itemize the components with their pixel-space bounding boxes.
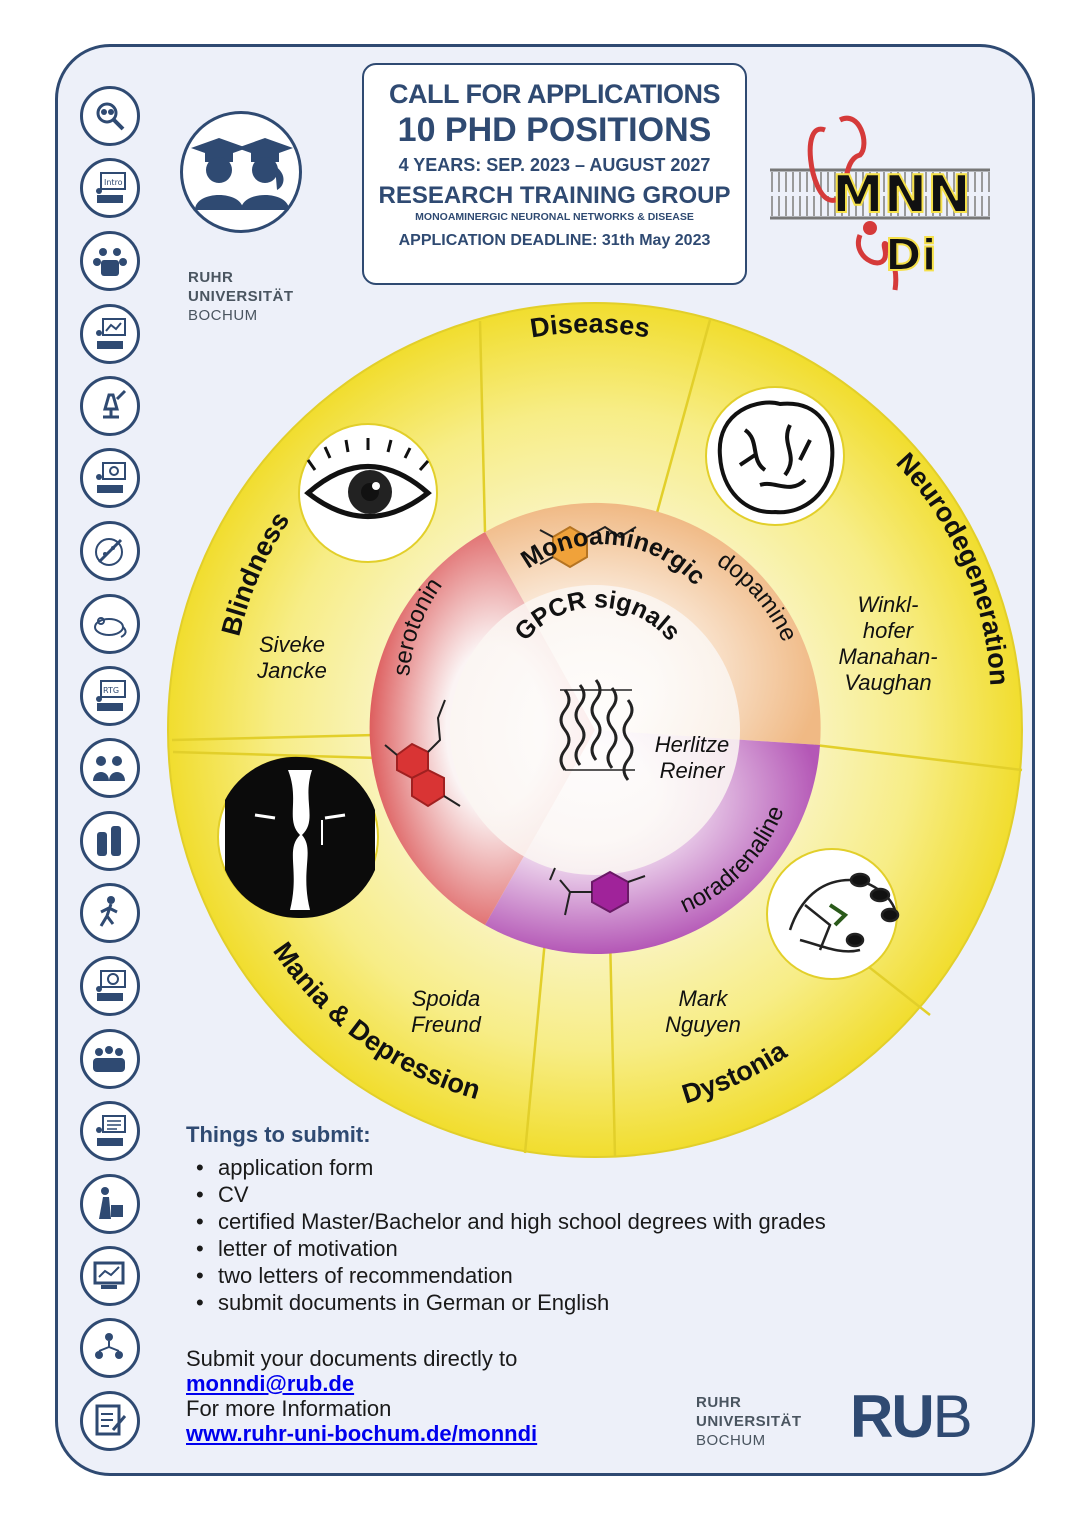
university-line-1: RUHR: [188, 269, 234, 286]
mouse-icon: [80, 594, 140, 654]
pi-name: Siveke: [259, 632, 325, 657]
university-line-2: UNIVERSITÄT: [696, 1413, 802, 1430]
call-for-applications-box: CALL FOR APPLICATIONS 10 PHD POSITIONS 4…: [362, 63, 747, 285]
pi-name: Jancke: [256, 658, 327, 683]
pi-name: Vaughan: [844, 670, 931, 695]
monndi-logo: MNN Di: [770, 100, 1020, 295]
presentation-icon: [80, 304, 140, 364]
petri-dish-icon: [80, 521, 140, 581]
faces-icon: [225, 756, 375, 919]
email-link[interactable]: monndi@rub.de: [186, 1371, 355, 1396]
network-icon: [80, 1318, 140, 1378]
hiking-icon: [80, 883, 140, 943]
university-line-3: BOCHUM: [696, 1432, 766, 1449]
university-name-bottom: RUHR UNIVERSITÄT BOCHUM: [696, 1393, 802, 1450]
header-line-4: RESEARCH TRAINING GROUP: [378, 182, 731, 209]
intro-icon: Intro: [80, 158, 140, 218]
hand-icon: [788, 872, 900, 953]
rub-logo-bold: RU: [850, 1383, 935, 1450]
header-line-6: APPLICATION DEADLINE: 31th May 2023: [398, 232, 711, 249]
hand-image: [766, 848, 898, 980]
graduates-icon: [180, 111, 302, 233]
list-item: certified Master/Bachelor and high schoo…: [186, 1208, 826, 1235]
list-item: submit documents in German or English: [186, 1289, 826, 1316]
dopamine-molecule-icon: [539, 525, 637, 569]
pi-name: Manahan-: [838, 644, 937, 669]
svg-text:RTG: RTG: [103, 686, 119, 695]
list-item: letter of motivation: [186, 1235, 826, 1262]
university-name-top: RUHR UNIVERSITÄT BOCHUM: [188, 268, 294, 325]
list-item: application form: [186, 1154, 826, 1181]
contact-line-1: Submit your documents directly to: [186, 1346, 518, 1371]
gpcr-structure-icon: [559, 679, 635, 781]
document-icon: [80, 1391, 140, 1451]
brain-slice-image: [705, 386, 845, 526]
list-item: CV: [186, 1181, 826, 1208]
things-to-submit: Things to submit: application form CV ce…: [186, 1122, 826, 1316]
lab-bottles-icon: [80, 811, 140, 871]
logo-bottom-letters: Di: [885, 230, 937, 281]
team-icon: [80, 1029, 140, 1089]
pi-name: hofer: [863, 618, 915, 643]
pi-name: Nguyen: [665, 1012, 741, 1037]
disease-label-diseases: Diseases: [528, 308, 652, 343]
list-item: two letters of recommendation: [186, 1262, 826, 1289]
submit-title: Things to submit:: [186, 1122, 371, 1147]
eye-icon: [304, 438, 432, 519]
university-line-3: BOCHUM: [188, 307, 258, 324]
career-icon: [80, 1174, 140, 1234]
discussion-icon: [80, 738, 140, 798]
pi-name: Spoida: [412, 986, 481, 1011]
pi-name: Mark: [679, 986, 729, 1011]
header-line-3: 4 YEARS: SEP. 2023 – AUGUST 2027: [398, 155, 711, 175]
pi-name: Herlitze: [655, 732, 730, 757]
noradrenaline-molecule-icon: [549, 867, 646, 916]
pi-name: Winkl-: [858, 592, 919, 617]
university-line-1: RUHR: [696, 1394, 742, 1411]
pi-name: Reiner: [660, 758, 726, 783]
rub-logo: RUB: [850, 1382, 973, 1451]
brain-lecture-icon: [80, 956, 140, 1016]
header-line-1: CALL FOR APPLICATIONS: [389, 79, 721, 109]
lecture-icon: [80, 448, 140, 508]
search-people-icon: [80, 86, 140, 146]
lecture-notes-icon: [80, 1101, 140, 1161]
computer-icon: [80, 1246, 140, 1306]
website-link[interactable]: www.ruhr-uni-bochum.de/monndi: [186, 1421, 538, 1446]
serotonin-molecule-icon: [384, 699, 461, 808]
contact-line-2: For more Information: [186, 1396, 392, 1421]
logo-top-letters: MNN: [832, 165, 971, 225]
brain-icon: [717, 400, 835, 515]
pi-name: Freund: [411, 1012, 481, 1037]
group-meeting-icon: [80, 231, 140, 291]
university-line-2: UNIVERSITÄT: [188, 288, 294, 305]
submit-list: application form CV certified Master/Bac…: [186, 1154, 826, 1316]
svg-text:Intro: Intro: [104, 178, 123, 187]
rub-logo-light: B: [932, 1383, 973, 1450]
header-line-2: 10 PHD POSITIONS: [397, 111, 712, 149]
microscope-icon: [80, 376, 140, 436]
header-line-5: MONOAMINERGIC NEURONAL NETWORKS & DISEAS…: [415, 211, 694, 223]
contact-info: Submit your documents directly to monndi…: [186, 1346, 537, 1446]
rtg-icon: RTG: [80, 666, 140, 726]
